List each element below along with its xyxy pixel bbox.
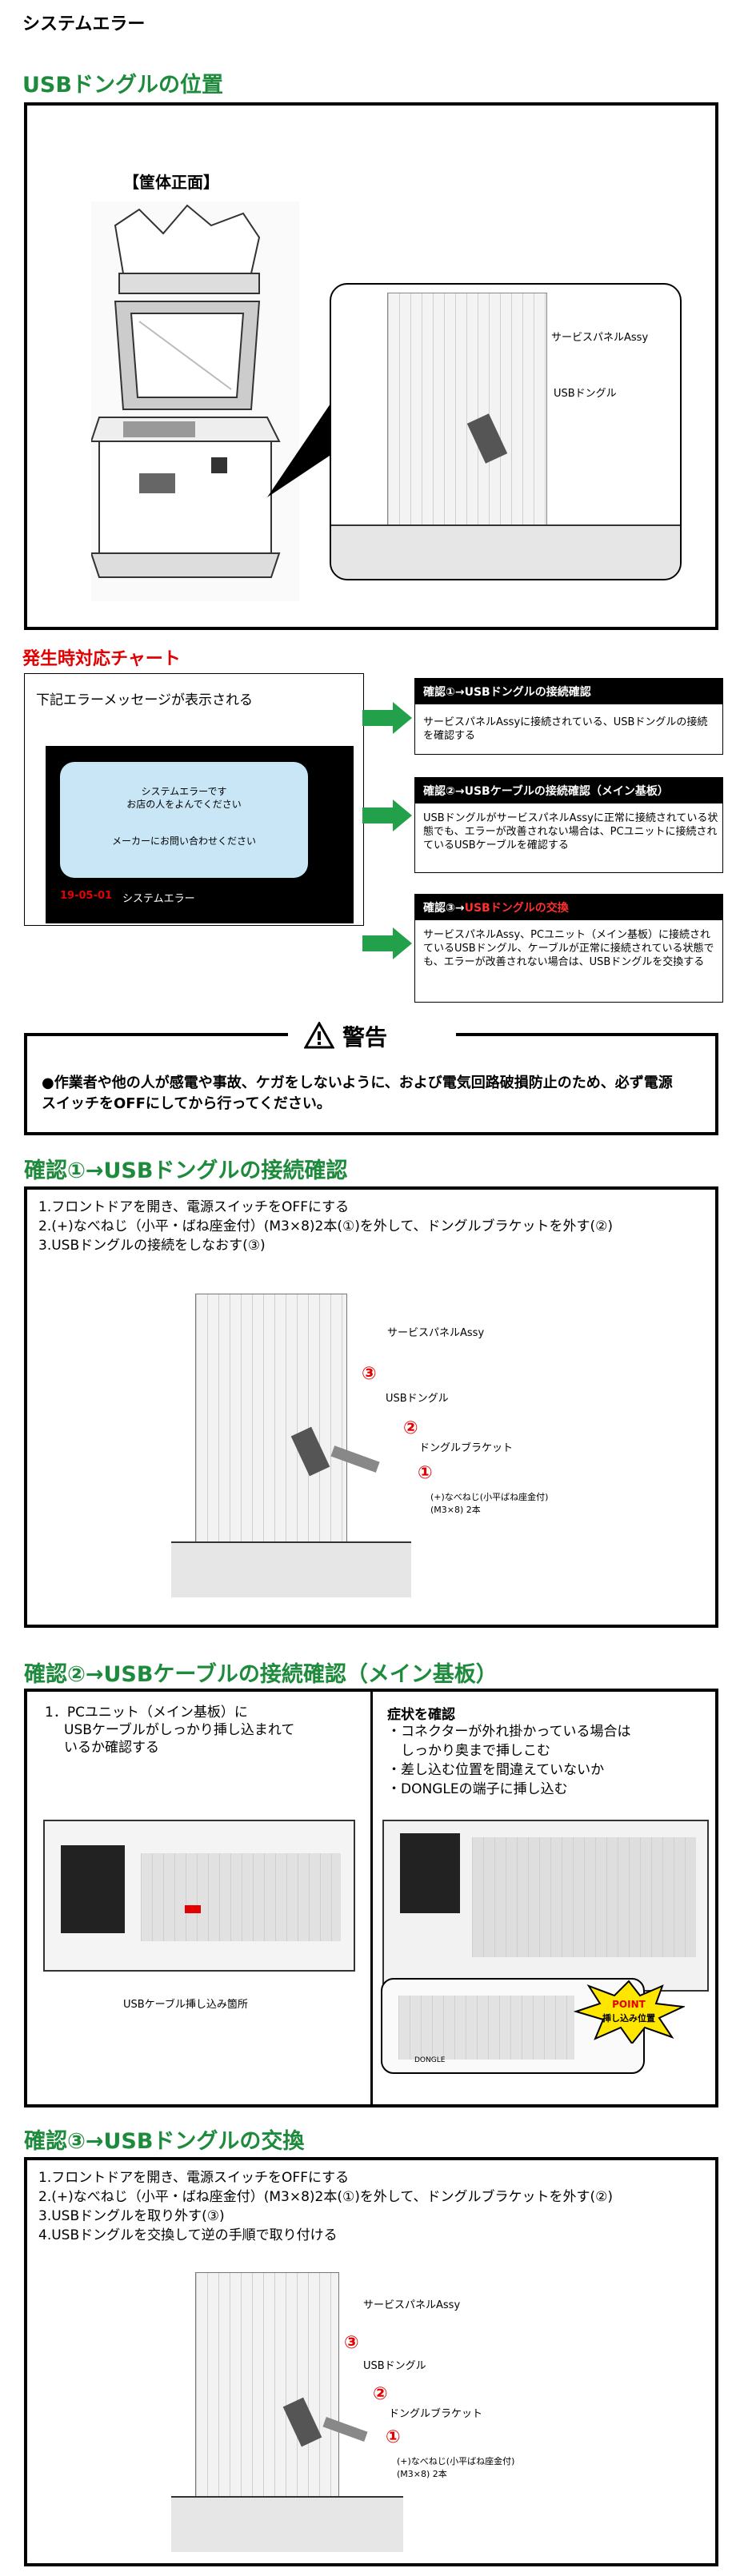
- message-lead: 下記エラーメッセージが表示される: [36, 692, 253, 708]
- check2-step-line1: 1．PCユニット（メイン基板）に: [45, 1705, 248, 1721]
- arrow-to-check1: [362, 702, 412, 734]
- check2-step-line3: いるか確認する: [64, 1740, 159, 1756]
- check3-label-screw: (+)なべねじ(小平ばね座金付): [397, 2456, 515, 2466]
- zoom-detail-box: サービスパネルAssy USBドングル: [330, 283, 682, 580]
- error-screen: システムエラーです お店の人をよんでください メーカーにお問い合わせください 1…: [46, 746, 354, 923]
- screen-line-3: メーカーにお問い合わせください: [111, 835, 256, 847]
- check3-label-bracket: ドングルブラケット: [389, 2408, 483, 2420]
- screen-line-1: システムエラーです: [141, 786, 227, 797]
- symptom-4: ・DONGLEの端子に挿し込む: [387, 1781, 568, 1797]
- check3-label-dongle: USBドングル: [363, 2360, 426, 2372]
- point-sub: 挿し込み位置: [602, 2013, 655, 2024]
- callout-usb-dongle: USBドングル: [554, 388, 617, 400]
- check3-step-2: 2.(+)なべねじ（小平・ばね座金付）(M3×8)2本(①)を外して、ドングルブ…: [38, 2189, 614, 2205]
- check1-num-1: ①: [418, 1463, 433, 1483]
- pc-unit-illustration: [43, 1820, 355, 1972]
- check3-card: 確認③→USBドングルの交換 サービスパネルAssy、PCユニット（メイン基板）…: [414, 894, 723, 1003]
- usb-insertion-label: USBケーブル挿し込み箇所: [123, 1999, 248, 2011]
- check3-step-1: 1.フロントドアを開き、電源スイッチをOFFにする: [38, 2170, 350, 2186]
- check3-illustration: [195, 2272, 339, 2512]
- point-badge: POINT 挿し込み位置: [573, 1980, 686, 2045]
- check3-title: 確認③→USBドングルの交換: [415, 895, 722, 920]
- check1-num-3: ③: [362, 1364, 377, 1384]
- check1-label-screw-size: (M3×8) 2本: [430, 1505, 481, 1515]
- check3-label-panel: サービスパネルAssy: [363, 2299, 461, 2311]
- dongle-tag: DONGLE: [414, 2056, 446, 2064]
- check1-step-1: 1.フロントドアを開き、電源スイッチをOFFにする: [38, 1199, 350, 1215]
- cabinet-drawing: [91, 204, 281, 578]
- check3-title-highlight: USBドングルの交換: [464, 902, 569, 915]
- check3-desc: サービスパネルAssy、PCユニット（メイン基板）に接続されているUSBドングル…: [423, 929, 714, 968]
- symptom-1: ・コネクターが外れ掛かっている場合は: [387, 1724, 631, 1740]
- arrow-to-check2: [362, 800, 412, 831]
- check1-num-2: ②: [403, 1418, 418, 1438]
- section-heading-usb-location: USBドングルの位置: [22, 73, 223, 98]
- check1-label-screw: (+)なべねじ(小平ばね座金付): [430, 1492, 549, 1502]
- usb-location-panel: 【筐体正面】 サービスパネルAssy USBドングル: [24, 102, 718, 630]
- cabinet-illustration: [91, 201, 299, 601]
- callout-service-panel: サービスパネルAssy: [551, 332, 649, 344]
- check2-left: 1．PCユニット（メイン基板）に USBケーブルがしっかり挿し込まれて いるか確…: [27, 1692, 373, 2104]
- check2-heading: 確認②→USBケーブルの接続確認（メイン基板）: [24, 1662, 498, 1687]
- section-heading-response-chart: 発生時対応チャート: [22, 649, 181, 669]
- check1-label-panel: サービスパネルAssy: [387, 1327, 485, 1339]
- check1-label-bracket: ドングルブラケット: [419, 1442, 514, 1454]
- page-title: システムエラー: [22, 14, 146, 34]
- check3-step-3: 3.USBドングルを取り外す(③): [38, 2208, 225, 2224]
- check1-step-3: 3.USBドングルの接続をしなおす(③): [38, 1238, 266, 1254]
- symptom-title: 症状を確認: [387, 1707, 455, 1723]
- check3-num-1: ①: [386, 2427, 401, 2447]
- check3-step-4: 4.USBドングルを交換して逆の手順で取り付ける: [38, 2227, 338, 2243]
- warning-title: 警告: [342, 1024, 388, 1051]
- check1-panel: 1.フロントドアを開き、電源スイッチをOFFにする 2.(+)なべねじ（小平・ば…: [24, 1186, 718, 1628]
- error-screen-inner: [60, 762, 308, 878]
- check1-desc: サービスパネルAssyに接続されている、USBドングルの接続を確認する: [423, 716, 708, 742]
- check2-step-line2: USBケーブルがしっかり挿し込まれて: [64, 1722, 295, 1738]
- symptom-2: しっかり奥まで挿しこむ: [387, 1743, 550, 1759]
- check2-desc: USBドングルがサービスパネルAssyに正常に接続されている状態でも、エラーが改…: [423, 812, 718, 851]
- symptom-3: ・差し込む位置を間違えていないか: [387, 1762, 605, 1778]
- check3-title-prefix: 確認③→: [423, 902, 465, 915]
- check3-num-3: ③: [344, 2333, 359, 2353]
- check3-cabinet-base: [171, 2496, 403, 2552]
- check1-title: 確認①→USBドングルの接続確認: [415, 679, 722, 704]
- check2-title: 確認②→USBケーブルの接続確認（メイン基板）: [415, 778, 722, 804]
- warning-triangle-icon: [304, 1022, 334, 1049]
- service-panel-detail: [387, 293, 547, 532]
- screen-line-2: お店の人をよんでください: [126, 799, 242, 810]
- warning-body: ●作業者や他の人が感電や事故、ケガをしないように、および電気回路破損防止のため、…: [42, 1075, 673, 1112]
- check2-card: 確認②→USBケーブルの接続確認（メイン基板） USBドングルがサービスパネルA…: [414, 777, 723, 873]
- check3-heading: 確認③→USBドングルの交換: [24, 2129, 305, 2154]
- check3-label-screw-size: (M3×8) 2本: [397, 2469, 447, 2479]
- arrow-to-check3: [362, 927, 412, 959]
- cabinet-label: 【筐体正面】: [123, 173, 219, 192]
- check1-card: 確認①→USBドングルの接続確認 サービスパネルAssyに接続されている、USB…: [414, 678, 723, 755]
- check1-illustration: [195, 1294, 347, 1557]
- point-label: POINT: [612, 1999, 646, 2010]
- check3-panel: 1.フロントドアを開き、電源スイッチをOFFにする 2.(+)なべねじ（小平・ば…: [24, 2157, 718, 2566]
- board-illustration: [382, 1820, 709, 1992]
- error-name: システムエラー: [122, 893, 195, 905]
- check1-label-dongle: USBドングル: [386, 1393, 449, 1405]
- check1-cabinet-base: [171, 1541, 411, 1597]
- check2-panel: 1．PCユニット（メイン基板）に USBケーブルがしっかり挿し込まれて いるか確…: [24, 1689, 718, 2107]
- error-message-panel: 下記エラーメッセージが表示される システムエラーです お店の人をよんでください …: [24, 673, 364, 926]
- error-code: 19-05-01: [60, 890, 113, 902]
- check1-step-2: 2.(+)なべねじ（小平・ばね座金付）(M3×8)2本(①)を外して、ドングルブ…: [38, 1218, 614, 1234]
- check3-num-2: ②: [373, 2384, 388, 2404]
- check1-heading: 確認①→USBドングルの接続確認: [24, 1158, 348, 1183]
- floor-detail: [331, 524, 680, 579]
